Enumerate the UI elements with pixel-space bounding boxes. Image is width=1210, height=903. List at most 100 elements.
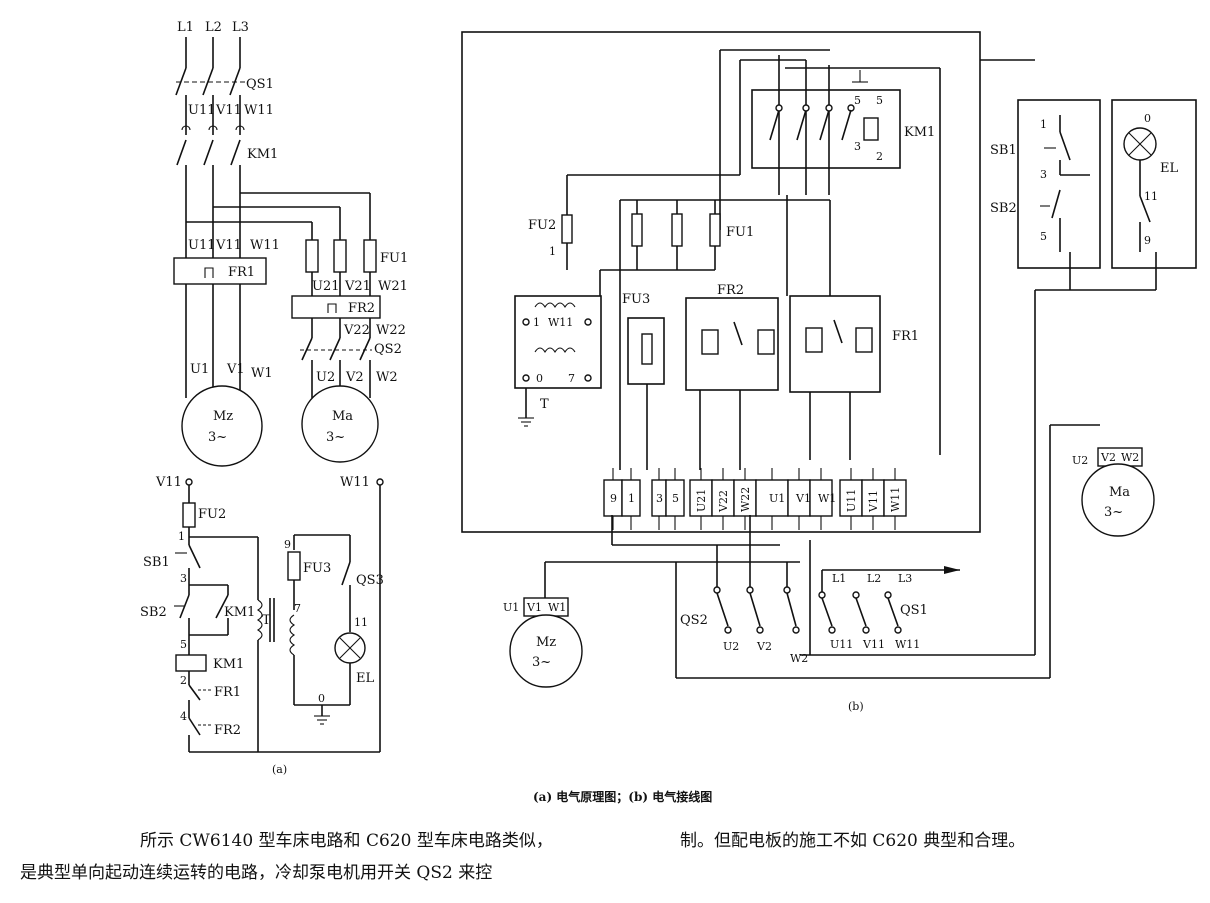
qs1-v11: V11: [862, 638, 885, 651]
fr1-element: [173, 257, 267, 285]
terminal-label: W22: [739, 487, 752, 512]
sb1-label-b: SB1: [990, 143, 1017, 158]
qs2-label: QS2: [374, 342, 402, 357]
t-pin-w11: W11: [548, 316, 573, 329]
v22-label: V22: [343, 323, 370, 338]
u2-label: U2: [316, 370, 335, 385]
diagram-b-label: (b): [848, 700, 864, 713]
t-pin-0: 0: [536, 372, 543, 385]
node-7: 7: [294, 602, 301, 615]
fu1-fuse-3: [363, 239, 377, 273]
diagram-a-control: V11 W11 FU2 1 SB1 3 SB2 KM1 5 KM1 2: [140, 475, 384, 776]
km1-pin-2: 2: [876, 150, 883, 163]
w1-label: W1: [251, 366, 273, 381]
main-motor-type: 3~: [208, 430, 227, 445]
diagram-a-label: (a): [272, 763, 287, 776]
sb-pin-5: 5: [1040, 230, 1047, 243]
u11-label-2: U11: [188, 238, 216, 253]
fu1-fuse-b1: [631, 213, 643, 247]
terminal-label: 3: [656, 492, 663, 505]
km1-pin-3: 3: [854, 140, 861, 153]
terminal-label: V22: [717, 490, 730, 513]
u11-label: U11: [188, 103, 216, 118]
ma-u2: U2: [1072, 454, 1088, 467]
u1-label: U1: [190, 362, 209, 377]
pump-motor-b: [1081, 463, 1155, 537]
fr2-label: FR2: [348, 301, 375, 316]
mz-v1: V1: [526, 601, 542, 614]
lamp-pin-0: 0: [1144, 112, 1151, 125]
sb-pin-3: 3: [1040, 168, 1047, 181]
sb-pin-1: 1: [1040, 118, 1047, 131]
km1-pin-5b: 5: [876, 94, 883, 107]
terminal-label: W1: [818, 492, 836, 505]
fr1-contact-label: FR1: [214, 685, 241, 700]
fu2-fuse: [182, 502, 196, 528]
terminal-label: U21: [695, 489, 708, 512]
terminal-label: U1: [769, 492, 785, 505]
supply-l2-label: L2: [205, 20, 222, 35]
figure-caption: (a) 电气原理图；(b) 电气接线图: [533, 790, 713, 804]
diagram-b: 5 5 3 2 KM1 FU2 1 FU1: [461, 31, 1197, 713]
km1-aux-label: KM1: [224, 605, 255, 620]
control-w11-label: W11: [340, 475, 370, 490]
fu3-box: [627, 317, 665, 385]
node-5: 5: [180, 638, 187, 651]
qs1-w11: W11: [895, 638, 920, 651]
fr2-label-b: FR2: [717, 283, 744, 298]
qs1-l1: L1: [832, 572, 846, 585]
w2-label: W2: [376, 370, 398, 385]
main-motor-name: Mz: [213, 409, 233, 424]
v1-label: V1: [226, 362, 245, 377]
sb1-label: SB1: [143, 555, 170, 570]
qs1-label-b: QS1: [900, 603, 928, 618]
fr1-relay-box: [789, 295, 881, 393]
fu3-label-b: FU3: [622, 292, 650, 307]
u21-label: U21: [312, 279, 340, 294]
fr1-label: FR1: [228, 265, 255, 280]
qs1-l2: L2: [867, 572, 881, 585]
terminal-label: 5: [672, 492, 679, 505]
fu3-label: FU3: [303, 561, 331, 576]
lamp-pin-9: 9: [1144, 234, 1151, 247]
km1-coil: [175, 654, 207, 672]
fr1-label-b: FR1: [892, 329, 919, 344]
km1-pin-5a: 5: [854, 94, 861, 107]
t-pin-1: 1: [533, 316, 540, 329]
paragraph-line-2: 是典型单向起动连续运转的电路，冷却泵电机用开关 QS2 来控: [20, 863, 493, 883]
terminal-label: V1: [795, 492, 811, 505]
km1-contactor-box: [751, 89, 901, 169]
node-11: 11: [354, 616, 368, 629]
terminal-label: V11: [867, 490, 880, 513]
terminal-label: W11: [889, 487, 902, 512]
pump-motor-type: 3~: [326, 430, 345, 445]
terminal-label: 9: [610, 492, 617, 505]
main-motor-b-type: 3~: [532, 655, 551, 670]
transformer-label: T: [262, 613, 271, 628]
node-4: 4: [180, 710, 187, 723]
fu2-label: FU2: [198, 507, 226, 522]
v21-label: V21: [344, 279, 371, 294]
lamp-label-b: EL: [1160, 161, 1178, 176]
fu3-fuse-b: [641, 333, 653, 365]
main-motor-symbol: [181, 385, 263, 467]
fu2-pin-1: 1: [549, 245, 556, 258]
t-pin-7: 7: [568, 372, 575, 385]
main-motor-b: [509, 614, 583, 688]
lamp-label: EL: [356, 671, 374, 686]
mz-u1: U1: [503, 601, 519, 614]
km1-coil-b: [863, 117, 879, 141]
button-box: [1017, 99, 1101, 269]
node-3: 3: [180, 572, 187, 585]
ma-w2: W2: [1121, 451, 1139, 464]
qs2-w2: W2: [790, 652, 808, 665]
pump-motor-b-name: Ma: [1109, 485, 1130, 500]
pump-motor-b-type: 3~: [1104, 505, 1123, 520]
fr2-relay-box: [685, 297, 779, 391]
fr2-contact-label: FR2: [214, 723, 241, 738]
ma-v2: V2: [1100, 451, 1116, 464]
transformer-box: [514, 295, 602, 389]
v2-label: V2: [345, 370, 364, 385]
main-motor-b-name: Mz: [536, 635, 556, 650]
